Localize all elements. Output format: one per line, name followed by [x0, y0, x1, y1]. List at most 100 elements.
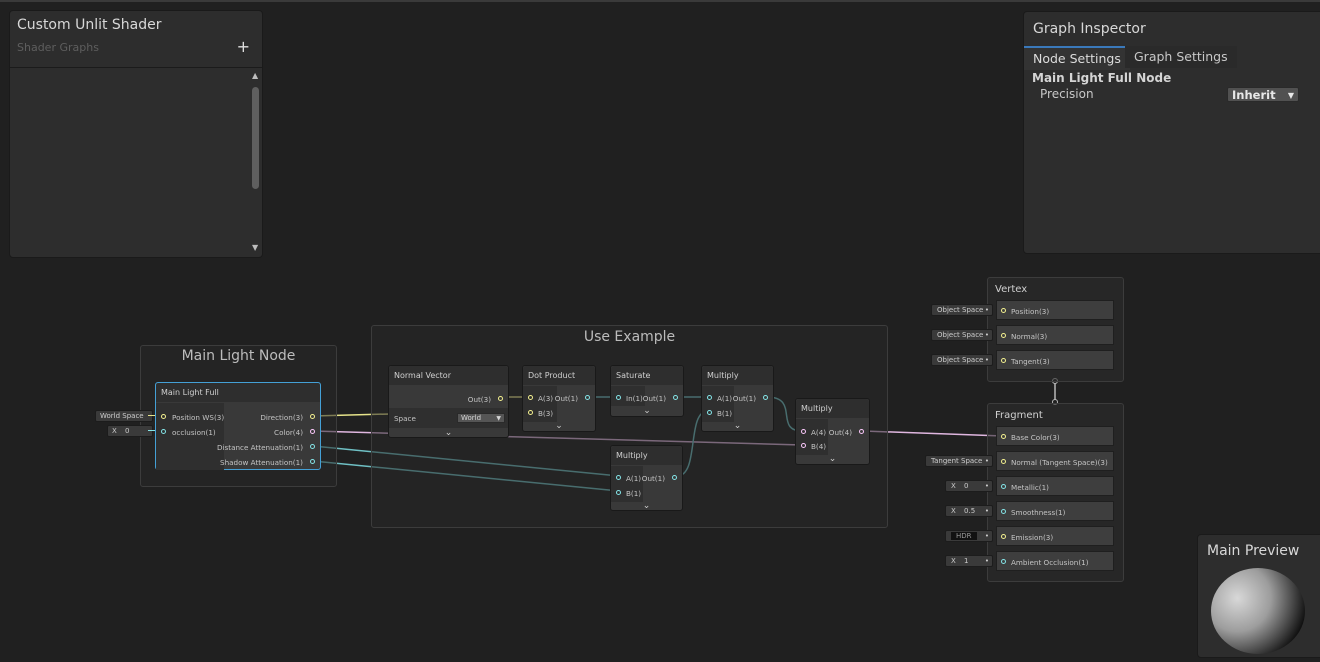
port-color[interactable]: [310, 429, 315, 434]
port-out[interactable]: [585, 395, 590, 400]
port-out[interactable]: [763, 395, 768, 400]
node-multiply-bottom[interactable]: Multiply A(1) B(1) Out(1) ⌄: [610, 445, 683, 511]
node-dot-product[interactable]: Dot Product A(3) B(3) Out(1) ⌄: [522, 365, 596, 432]
occlusion-default-field[interactable]: X 0: [107, 425, 153, 437]
port-position-ws[interactable]: [161, 414, 166, 419]
port-label: A(4): [811, 428, 827, 437]
port-normal[interactable]: [1001, 333, 1006, 338]
port-metallic[interactable]: [1001, 484, 1006, 489]
x-label: X: [951, 507, 956, 515]
port-tangent[interactable]: [1001, 358, 1006, 363]
node-normal-vector[interactable]: Normal Vector Out(3) Space World ▼ ⌄: [388, 365, 509, 438]
fragment-emission-default[interactable]: HDR•: [945, 530, 993, 542]
fragment-slot-emission[interactable]: Emission(3): [996, 526, 1114, 546]
fragment-slot-normal[interactable]: Normal (Tangent Space)(3): [996, 451, 1114, 471]
port-smoothness[interactable]: [1001, 509, 1006, 514]
vertex-normal-default[interactable]: Object Space•: [931, 329, 993, 341]
node-header: Saturate: [611, 366, 683, 385]
input-column: [523, 386, 557, 422]
port-normal-ts[interactable]: [1001, 459, 1006, 464]
tab-node-settings[interactable]: Node Settings: [1024, 46, 1130, 70]
default-value: Object Space: [937, 306, 984, 314]
port-base-color[interactable]: [1001, 434, 1006, 439]
port-occlusion[interactable]: [161, 429, 166, 434]
input-column: [702, 386, 734, 422]
vertex-slot-position[interactable]: Position(3): [996, 300, 1114, 320]
node-multiply-top[interactable]: Multiply A(1) B(1) Out(1) ⌄: [701, 365, 774, 432]
slot-label: Emission(3): [1011, 533, 1054, 542]
preview-sphere[interactable]: [1211, 568, 1305, 654]
node-saturate[interactable]: Saturate In(1) Out(1) ⌄: [610, 365, 684, 417]
port-a[interactable]: [616, 475, 621, 480]
port-a[interactable]: [707, 395, 712, 400]
blackboard-divider: [10, 67, 262, 68]
expand-chevron-icon[interactable]: ⌄: [733, 421, 742, 431]
port-label: B(1): [626, 489, 642, 498]
port-label: Direction(3): [260, 413, 303, 422]
port-out[interactable]: [498, 396, 503, 401]
port-b[interactable]: [707, 410, 712, 415]
port-label: In(1): [626, 394, 643, 403]
fragment-slot-base-color[interactable]: Base Color(3): [996, 426, 1114, 446]
port-in[interactable]: [616, 395, 621, 400]
port-label: B(4): [811, 442, 827, 451]
fragment-smoothness-default[interactable]: X 0.5•: [945, 505, 993, 517]
port-out[interactable]: [673, 395, 678, 400]
top-toolbar-edge: [0, 0, 1320, 2]
fragment-metallic-default[interactable]: X 0•: [945, 480, 993, 492]
node-main-light-full[interactable]: Main Light Full Position WS(3) occlusion…: [155, 382, 321, 470]
scroll-up-icon[interactable]: ▲: [252, 71, 259, 80]
port-b[interactable]: [616, 490, 621, 495]
port-out[interactable]: [672, 475, 677, 480]
scroll-down-icon[interactable]: ▼: [252, 243, 259, 252]
default-value: 0.5: [964, 507, 976, 515]
expand-chevron-icon[interactable]: ⌄: [555, 421, 563, 431]
add-property-button[interactable]: +: [236, 37, 250, 56]
port-label: Shadow Attenuation(1): [220, 458, 303, 467]
port-position[interactable]: [1001, 308, 1006, 313]
expand-chevron-icon[interactable]: ⌄: [643, 406, 651, 416]
node-multiply-right[interactable]: Multiply A(4) B(4) Out(4) ⌄: [795, 398, 870, 465]
slot-label: Metallic(1): [1011, 483, 1049, 492]
vertex-slot-normal[interactable]: Normal(3): [996, 325, 1114, 345]
port-direction[interactable]: [310, 414, 315, 419]
expand-chevron-icon[interactable]: ⌄: [642, 501, 651, 511]
fragment-normal-default[interactable]: Tangent Space•: [925, 455, 993, 467]
expand-chevron-icon[interactable]: ⌄: [828, 454, 837, 464]
port-distance-attenuation[interactable]: [310, 444, 315, 449]
blackboard-scrollbar[interactable]: ▲ ▼: [250, 71, 262, 257]
port-label: B(3): [538, 409, 554, 418]
hdr-color-swatch[interactable]: HDR: [951, 532, 977, 540]
port-b[interactable]: [528, 410, 533, 415]
vertex-slot-tangent[interactable]: Tangent(3): [996, 350, 1114, 370]
space-dropdown[interactable]: World ▼: [457, 413, 505, 423]
slot-label: Ambient Occlusion(1): [1011, 558, 1089, 567]
precision-dropdown[interactable]: Inherit ▼: [1227, 87, 1299, 102]
fragment-slot-smoothness[interactable]: Smoothness(1): [996, 501, 1114, 521]
occlusion-default-value: 0: [125, 427, 130, 435]
port-emission[interactable]: [1001, 534, 1006, 539]
port-ambient-occlusion[interactable]: [1001, 559, 1006, 564]
fragment-ao-default[interactable]: X 1•: [945, 555, 993, 567]
vertex-tangent-default[interactable]: Object Space•: [931, 354, 993, 366]
port-a[interactable]: [528, 395, 533, 400]
node-title: Dot Product: [528, 371, 576, 380]
dropdown-caret-icon: ▼: [1287, 91, 1294, 100]
port-out[interactable]: [859, 429, 864, 434]
fragment-slot-metallic[interactable]: Metallic(1): [996, 476, 1114, 496]
node-header: Main Light Full: [156, 383, 320, 402]
space-label: Space: [394, 414, 416, 423]
tab-graph-settings[interactable]: Graph Settings: [1125, 46, 1237, 68]
port-b[interactable]: [801, 443, 806, 448]
blackboard-title: Custom Unlit Shader: [17, 17, 162, 33]
position-default-field[interactable]: World Space: [95, 410, 153, 422]
port-label: A(1): [717, 394, 733, 403]
scrollbar-thumb[interactable]: [252, 87, 259, 189]
slot-label: Normal (Tangent Space)(3): [1011, 458, 1108, 467]
port-shadow-attenuation[interactable]: [310, 459, 315, 464]
default-value: Object Space: [937, 331, 984, 339]
port-a[interactable]: [801, 429, 806, 434]
expand-chevron-icon[interactable]: ⌄: [444, 428, 453, 438]
vertex-position-default[interactable]: Object Space•: [931, 304, 993, 316]
fragment-slot-ambient-occlusion[interactable]: Ambient Occlusion(1): [996, 551, 1114, 571]
